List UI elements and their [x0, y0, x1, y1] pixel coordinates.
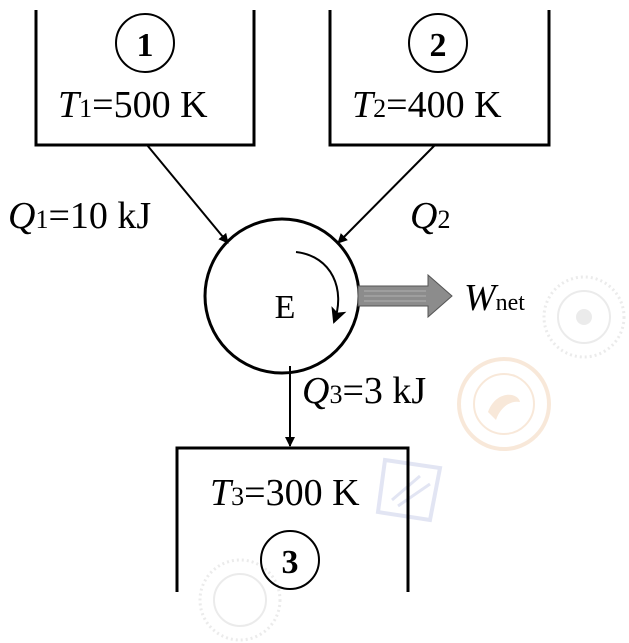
reservoir-2-temperature: T2=400 K	[352, 84, 502, 126]
work-output-arrow	[357, 273, 453, 319]
reservoir-1-number: 1	[137, 27, 154, 64]
work-label: Wnet	[464, 277, 525, 319]
reservoir-3-number: 3	[282, 544, 299, 581]
reservoir-2-box	[328, 10, 551, 147]
watermark-emblem-blue	[375, 457, 443, 523]
engine-cycle-arrow	[295, 251, 347, 324]
reservoir-1-temperature: T1=500 K	[58, 84, 208, 126]
reservoir-1-number-circle	[115, 13, 175, 73]
heat-flow-arrow-q1	[146, 144, 229, 244]
reservoir-3-box	[175, 446, 410, 592]
reservoir-2-number-circle	[408, 13, 468, 73]
reservoir-3: T3=300 K 3	[175, 446, 410, 592]
watermark-seal-gray-bottom	[198, 558, 282, 642]
reservoir-3-temperature: T3=300 K	[210, 472, 360, 514]
q2-label: Q2	[410, 195, 450, 237]
heat-flow-arrow-q2	[337, 144, 436, 244]
engine-label: E	[275, 289, 296, 326]
reservoir-2: 2 T2=400 K	[328, 10, 551, 147]
q1-label: Q1=10 kJ	[8, 195, 151, 237]
watermark-seal-gray-right	[542, 275, 626, 359]
reservoir-1: 1 T1=500 K	[34, 10, 256, 147]
reservoir-1-box	[34, 10, 256, 147]
reservoir-3-number-circle	[260, 530, 320, 590]
engine: E	[203, 217, 361, 375]
watermark-seals	[198, 275, 626, 642]
reservoir-2-number: 2	[430, 27, 447, 64]
q3-label: Q3=3 kJ	[302, 370, 426, 412]
watermark-seal-orange	[457, 357, 551, 451]
